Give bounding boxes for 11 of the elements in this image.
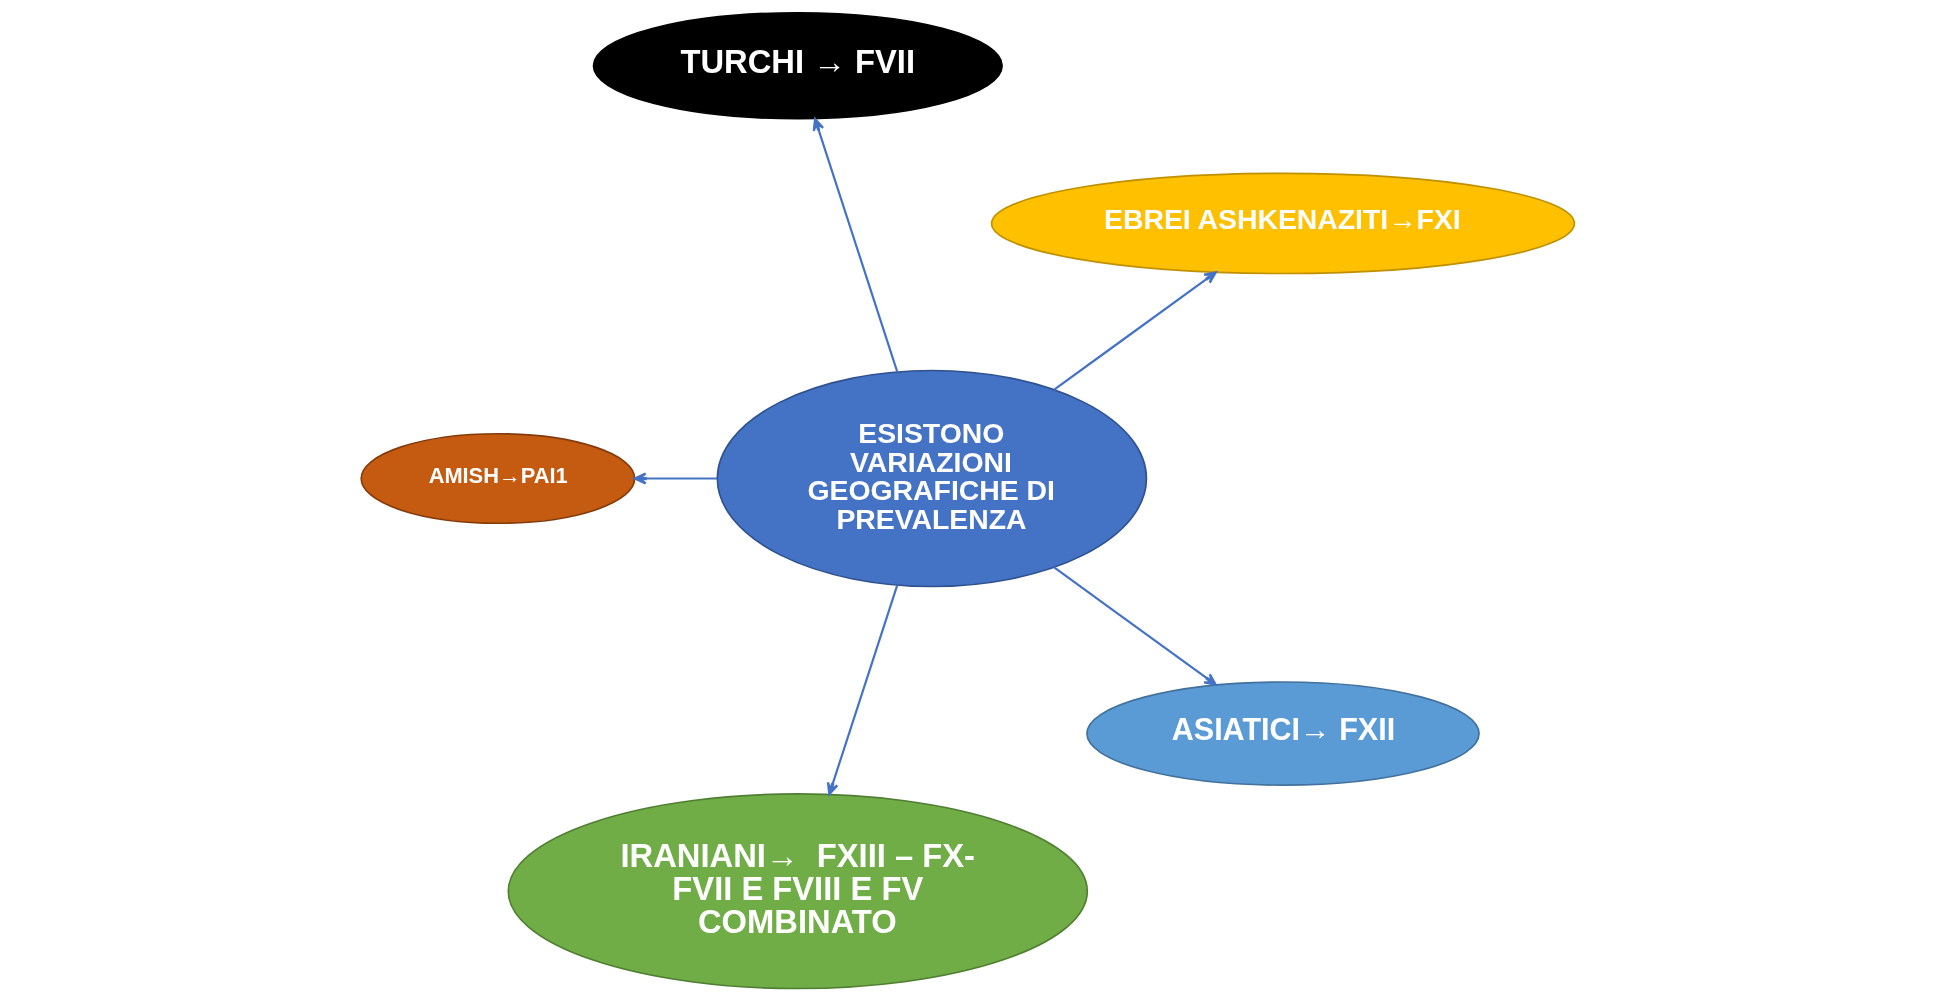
node-ellipse: ASIATICI→ FXII xyxy=(1086,681,1480,786)
node-ellipse: ESISTONO VARIAZIONI GEOGRAFICHE DI PREVALENZA xyxy=(716,369,1148,588)
arrow xyxy=(1053,566,1217,686)
node-ellipse: IRANIANI→ FXIII – FX- FVII E FVIII E FV COMBINATO xyxy=(507,793,1089,990)
arrow xyxy=(812,117,899,372)
arrow xyxy=(633,472,718,485)
node-ellipse: AMISH→PAI1 xyxy=(360,432,636,525)
node-ellipse: TURCHI → FVII xyxy=(592,11,1003,120)
arrow xyxy=(826,585,899,796)
arrow xyxy=(1053,271,1217,391)
node-ellipse: EBREI ASHKENAZITI→FXI xyxy=(990,172,1576,275)
